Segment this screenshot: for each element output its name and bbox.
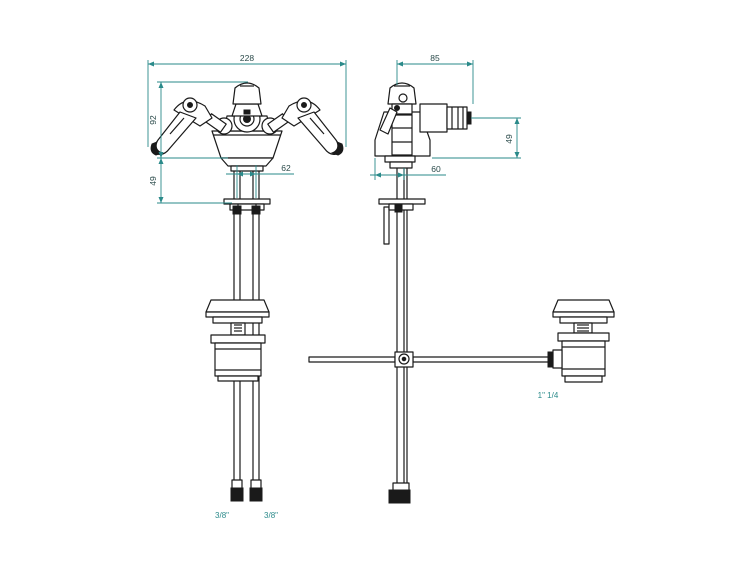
front-supply-pipes (230, 170, 263, 502)
label-waste-thread: 1" 1/4 (538, 391, 559, 400)
dim-side-depth: 60 (431, 164, 441, 174)
waste-detail-view: 1" 1/4 (538, 299, 615, 400)
side-supply-pipe (383, 168, 411, 504)
side-dimensions: 85 49 60 (370, 53, 521, 180)
front-right-handle (267, 97, 344, 156)
side-view: 85 49 60 (308, 53, 557, 504)
dim-overall-width: 228 (240, 53, 254, 63)
side-tap-body (374, 82, 472, 169)
front-view: 228 92 49 62 3/8" 3/8" (147, 53, 347, 520)
front-left-handle (150, 97, 227, 156)
front-dimensions: 228 92 49 62 (147, 53, 347, 204)
front-mounting-flange (223, 198, 271, 215)
dim-side-width: 85 (430, 53, 440, 63)
dim-height-bottom: 49 (148, 176, 158, 186)
dim-spout-center: 62 (281, 163, 291, 173)
label-inlet-right: 3/8" (264, 511, 278, 520)
front-popup-waste (205, 299, 270, 382)
dim-height-top: 92 (148, 115, 158, 125)
side-mounting-flange (378, 198, 426, 213)
side-popup-rod (308, 351, 557, 368)
dim-side-height: 49 (504, 134, 514, 144)
label-inlet-left: 3/8" (215, 511, 229, 520)
